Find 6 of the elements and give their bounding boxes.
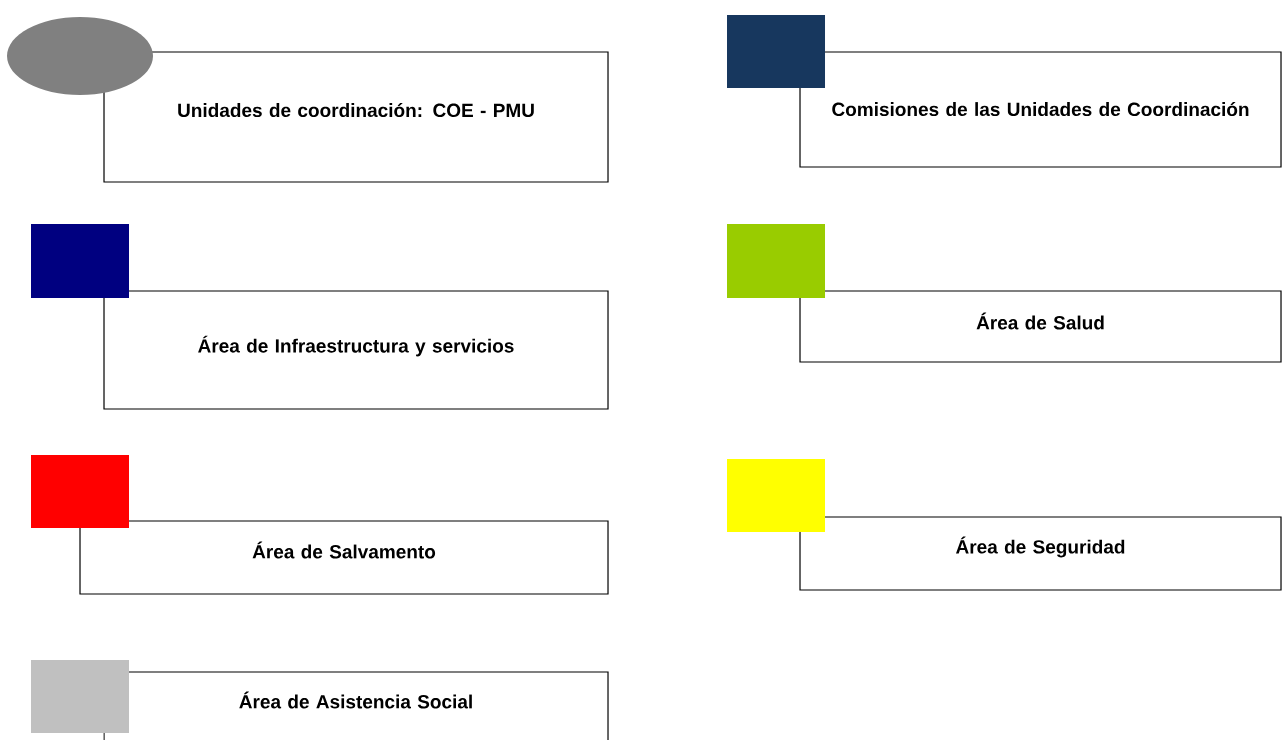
legend-box: Comisiones de las Unidades de Coordinación [799,51,1282,168]
legend-box: Área de Infraestructura y servicios [103,290,609,410]
legend-box: Área de Seguridad [799,516,1282,591]
legend-box: Área de Salud [799,290,1282,363]
legend-box: Área de Salvamento [79,520,609,595]
legend-box: Unidades de coordinación: COE - PMU [103,51,609,183]
